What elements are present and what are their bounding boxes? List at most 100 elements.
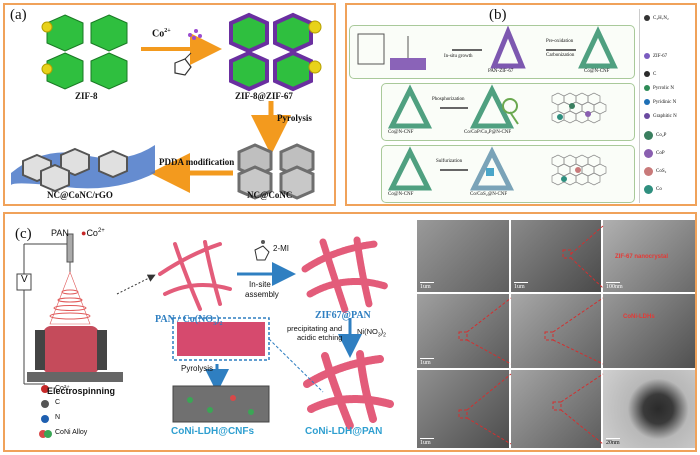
co-ion-dots <box>188 29 202 40</box>
row1-product-label: Co@N-CNF <box>584 69 610 74</box>
row2-step-label: Phosphorization <box>432 97 465 102</box>
legend-swatch <box>644 99 650 105</box>
panel-b-label: (b) <box>489 7 507 23</box>
legend-swatch <box>644 15 650 21</box>
pan-co-fibers <box>158 240 232 311</box>
panel-b-legend: C₃H₇N₂ ZIF-67 C Pyrrolic N Pyridinic N G… <box>639 9 696 203</box>
legend-c-label: C <box>55 399 61 406</box>
row2-product-label: Co/CoP/Co₂P@N-CNF <box>464 130 512 135</box>
row2-schematic <box>387 84 607 129</box>
panel-a: (a) <box>3 3 336 206</box>
legend-item: CoS₂ <box>644 167 666 176</box>
coni-ldhs-note: CoNi-LDHs <box>623 314 655 320</box>
tem-image-9: 20nm <box>603 370 695 448</box>
zif8-label: ZIF-8 <box>75 91 98 101</box>
row3-step-label: Sulfurization <box>436 159 463 164</box>
co-ion-label-c: ●Co2+ <box>81 228 105 238</box>
legend-co-label: Co²⁺ <box>55 385 70 392</box>
panel-c-legend-dots <box>39 385 52 438</box>
pan-co-no3-label: PAN / Co(NO3)2 <box>155 314 223 327</box>
zif8-crystals <box>41 14 128 90</box>
coni-cnfs-label: CoNi-LDH@CNFs <box>171 426 255 437</box>
zif8-zif67-crystals <box>229 12 322 92</box>
legend-coni-label: CoNi Alloy <box>55 429 88 436</box>
pdda-label: PDDA modification <box>159 157 235 167</box>
sem-image-2: 1um <box>511 220 601 292</box>
row1-preox-label: Pre-oxidation <box>546 39 574 44</box>
row3-start-label: Co@N-CNF <box>388 192 414 197</box>
coni-pan-label: CoNi-LDH@PAN <box>305 426 383 437</box>
process-row-3: Co@N-CNF Sulfurization Co/CoS₂@N-CNF <box>381 145 635 203</box>
legend-swatch <box>644 167 653 176</box>
panel-a-schematic <box>11 12 322 200</box>
pan-label: PAN <box>51 228 69 238</box>
2-methylimidazole-molecule <box>174 52 192 76</box>
row1-pan-zif-label: PAN-ZIF-67 <box>488 69 514 74</box>
zoom-leader-line <box>268 338 324 393</box>
row3-product-label: Co/CoS₂@N-CNF <box>470 192 508 197</box>
process-row-2: Co@N-CNF Phosphorization Co/CoP/Co₂P@N-C… <box>381 83 635 141</box>
sem-image-1: 1um <box>417 220 509 292</box>
legend-swatch <box>644 85 650 91</box>
2-mi-label: 2-MI <box>273 244 289 253</box>
legend-item: CoP <box>644 149 665 158</box>
legend-n-label: N <box>55 414 61 421</box>
coni-alloy-particles <box>187 395 254 415</box>
arrow-to-fibers <box>116 274 156 295</box>
panel-c-label: (c) <box>15 226 32 242</box>
legend-item: C <box>644 71 656 77</box>
row1-carb-label: Carbonization <box>546 53 575 58</box>
legend-item: Co₂P <box>644 131 666 140</box>
sem-image-3: ZIF-67 nanocrystal 100nm <box>603 220 695 292</box>
2-mi-molecule <box>254 240 270 261</box>
rgo-sheet <box>11 145 155 193</box>
sem-image-6: CoNi-LDHs <box>603 294 695 368</box>
precip-label-1: precipitating and <box>287 324 343 333</box>
row1-insitu-label: In-situ growth <box>444 54 473 59</box>
pyrolysis-label: Pyrolysis <box>277 113 312 123</box>
electrospinning-setup <box>16 233 123 385</box>
coni-ldh-pan-fibers <box>303 350 394 430</box>
coni-cnf-product <box>172 385 270 423</box>
assembly-label: assembly <box>245 290 279 299</box>
row2-start-label: Co@N-CNF <box>388 130 414 135</box>
legend-swatch <box>644 113 650 119</box>
legend-item: Co <box>644 185 662 194</box>
zif67-pan-label: ZIF67@PAN <box>315 310 371 321</box>
nc-conc-crystals <box>237 143 315 200</box>
zif67-pan-fibers <box>301 236 389 314</box>
row1-schematic <box>357 26 618 70</box>
insite-label: In-site <box>249 280 271 289</box>
legend-item: Graphitic N <box>644 113 677 119</box>
legend-item: Pyridinic N <box>644 99 676 105</box>
legend-swatch <box>644 185 653 194</box>
precip-label-2: acidic etching <box>297 333 343 342</box>
co-ion-label: Co2+ <box>152 28 171 40</box>
ldh-nanosheets-zoom <box>177 322 265 356</box>
sem-image-5 <box>511 294 601 368</box>
legend-swatch <box>644 131 653 140</box>
sem-image-7: 1um <box>417 370 509 448</box>
zif8-zif67-label: ZIF-8@ZIF-67 <box>235 91 293 101</box>
process-row-1: In-situ growth PAN-ZIF-67 Pre-oxidation … <box>349 25 635 79</box>
panel-c-schematic <box>16 233 394 438</box>
legend-item: ZIF-67 <box>644 53 667 59</box>
pyrolysis-label-c: Pyrolysis <box>181 364 214 373</box>
electrospinning-label: Electrospinning <box>47 386 116 396</box>
nc-conc-label: NC@CoNC <box>247 190 293 200</box>
sem-image-8 <box>511 370 601 448</box>
legend-item: C₃H₇N₂ <box>644 15 669 21</box>
panel-a-label: (a) <box>10 7 27 23</box>
legend-swatch <box>644 149 653 158</box>
nc-conc-rgo-label: NC@CoNC/rGO <box>47 190 113 200</box>
panel-b: (b) In-situ growth PAN-ZIF-67 Pre-oxidat… <box>345 3 697 206</box>
voltage-label: V <box>21 274 28 285</box>
sem-image-4: 1um <box>417 294 509 368</box>
legend-swatch <box>644 71 650 77</box>
panel-c: (c) <box>3 212 697 452</box>
zif67-nanocrystal-note: ZIF-67 nanocrystal <box>615 254 669 260</box>
legend-swatch <box>644 53 650 59</box>
ni-no3-label: Ni(NO3)2 <box>357 327 386 339</box>
legend-item: Pyrrolic N <box>644 85 674 91</box>
row3-schematic <box>387 146 607 191</box>
